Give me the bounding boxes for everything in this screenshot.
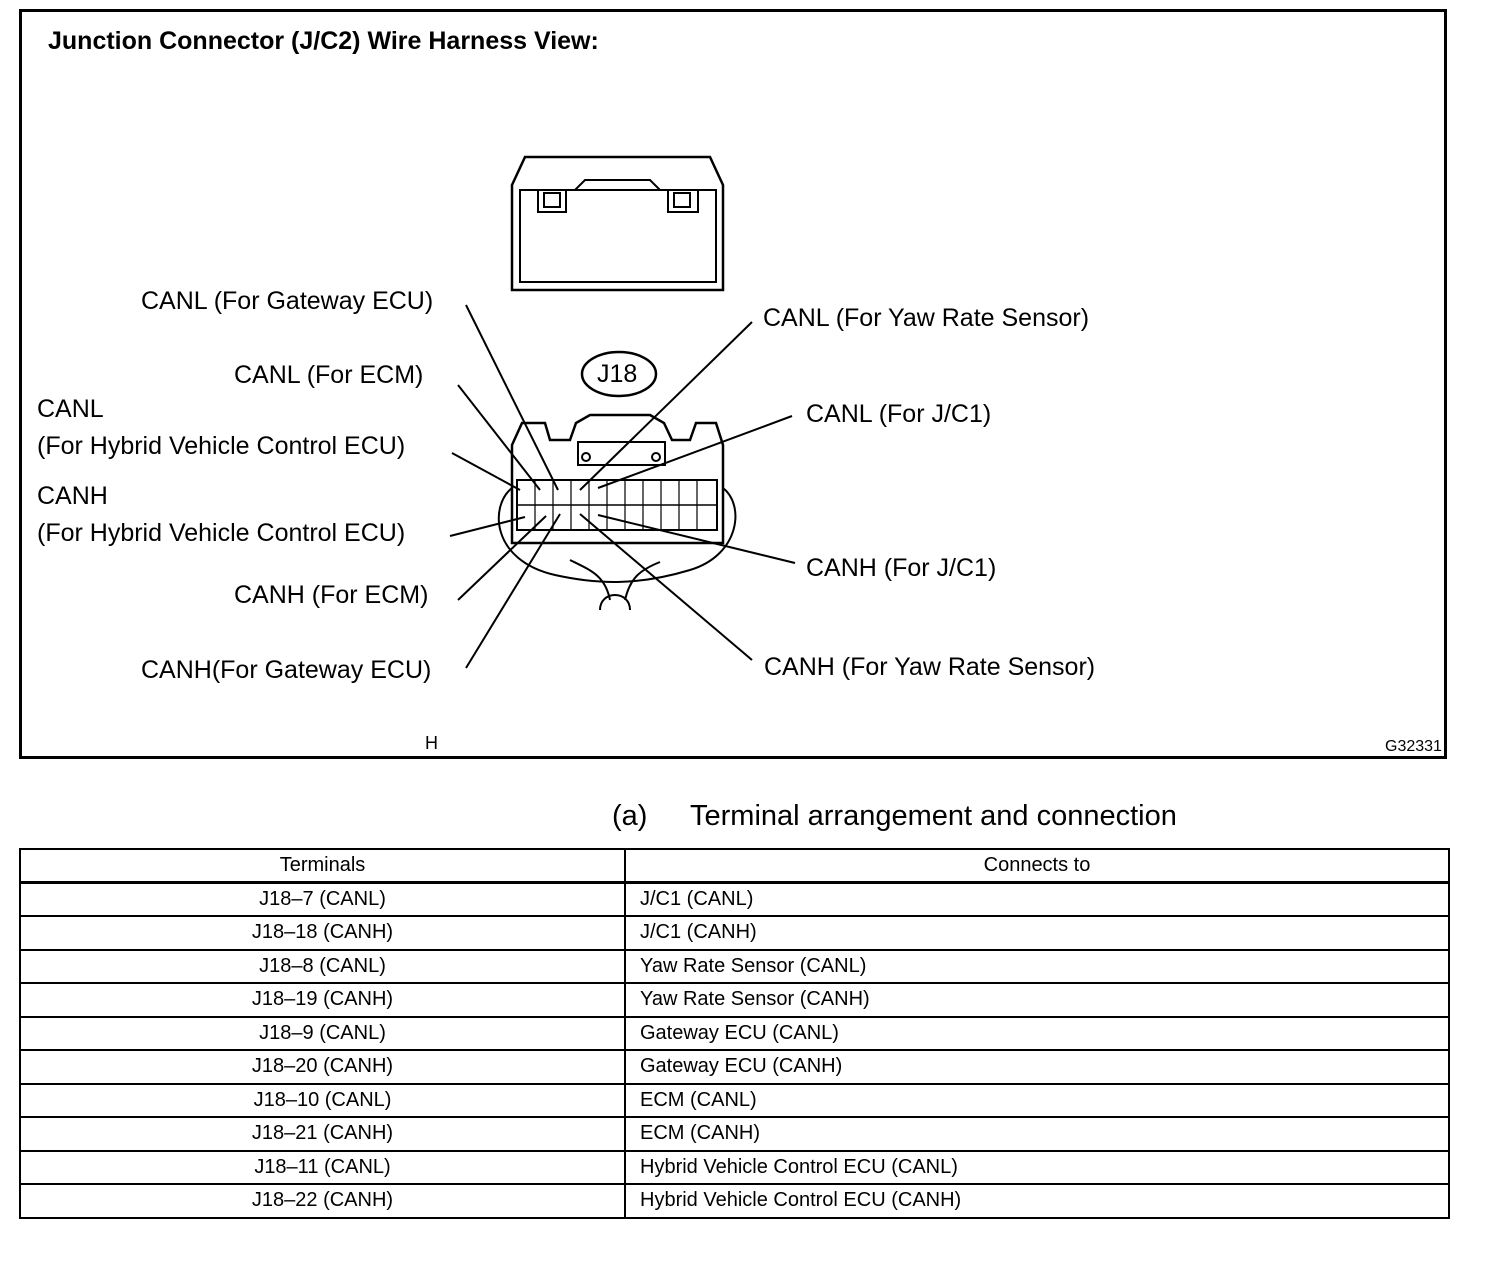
connects-to-cell: Gateway ECU (CANH) xyxy=(624,1049,1450,1085)
terminal-cell: J18–10 (CANL) xyxy=(19,1082,626,1118)
terminal-cell: J18–9 (CANL) xyxy=(19,1015,626,1051)
diagram-frame xyxy=(19,9,1447,759)
table-caption: (a) Terminal arrangement and connection xyxy=(612,800,1177,833)
label-canh-yaw: CANH (For Yaw Rate Sensor) xyxy=(764,653,1096,681)
label-canh-hv-line1: CANH xyxy=(37,482,108,510)
header-connects-to: Connects to xyxy=(624,848,1450,884)
connector-id-label: J18 xyxy=(597,360,638,388)
label-canl-jc1: CANL (For J/C1) xyxy=(806,400,992,428)
connects-to-cell: Hybrid Vehicle Control ECU (CANH) xyxy=(624,1183,1450,1219)
connects-to-cell: J/C1 (CANH) xyxy=(624,915,1450,951)
connects-to-cell: J/C1 (CANL) xyxy=(624,881,1450,917)
wire-bundle xyxy=(497,487,737,611)
connects-to-cell: Yaw Rate Sensor (CANH) xyxy=(624,982,1450,1018)
table-row: J18–11 (CANL) Hybrid Vehicle Control ECU… xyxy=(19,1149,1450,1185)
table-row: J18–19 (CANH) Yaw Rate Sensor (CANH) xyxy=(19,982,1450,1018)
table-row: J18–20 (CANH) Gateway ECU (CANH) xyxy=(19,1049,1450,1085)
label-canh-gateway: CANH(For Gateway ECU) xyxy=(141,656,432,684)
table-header-row: Terminals Connects to xyxy=(19,848,1450,884)
terminal-cell: J18–22 (CANH) xyxy=(19,1183,626,1219)
table-row: J18–18 (CANH) J/C1 (CANH) xyxy=(19,915,1450,951)
connects-to-cell: Gateway ECU (CANL) xyxy=(624,1015,1450,1051)
terminal-table: Terminals Connects to J18–7 (CANL) J/C1 … xyxy=(19,848,1450,1219)
connector-housing-top xyxy=(510,155,725,292)
label-canl-hv-line2: (For Hybrid Vehicle Control ECU) xyxy=(37,432,406,460)
label-canl-hv-line1: CANL xyxy=(37,395,104,423)
corner-letter: H xyxy=(425,733,438,753)
label-canl-yaw: CANL (For Yaw Rate Sensor) xyxy=(763,304,1090,332)
label-canh-ecm: CANH (For ECM) xyxy=(234,581,429,609)
terminal-cell: J18–21 (CANH) xyxy=(19,1116,626,1152)
header-terminals: Terminals xyxy=(19,848,626,884)
table-row: J18–22 (CANH) Hybrid Vehicle Control ECU… xyxy=(19,1183,1450,1219)
leader-lines xyxy=(449,304,796,669)
table-row: J18–9 (CANL) Gateway ECU (CANL) xyxy=(19,1015,1450,1051)
terminal-cell: J18–18 (CANH) xyxy=(19,915,626,951)
connector-j18 xyxy=(510,413,725,545)
connects-to-cell: Yaw Rate Sensor (CANL) xyxy=(624,948,1450,984)
label-canh-jc1: CANH (For J/C1) xyxy=(806,554,997,582)
connects-to-cell: ECM (CANL) xyxy=(624,1082,1450,1118)
label-canh-hv-line2: (For Hybrid Vehicle Control ECU) xyxy=(37,519,406,547)
diagram-title: Junction Connector (J/C2) Wire Harness V… xyxy=(48,27,599,55)
connects-to-cell: Hybrid Vehicle Control ECU (CANL) xyxy=(624,1149,1450,1185)
label-canl-ecm: CANL (For ECM) xyxy=(234,361,424,389)
table-row: J18–21 (CANH) ECM (CANH) xyxy=(19,1116,1450,1152)
connector-id-oval xyxy=(580,350,658,398)
caption-letter: (a) xyxy=(612,800,648,832)
wire-harness-diagram xyxy=(449,155,796,669)
figure-code: G32331 xyxy=(1385,738,1442,755)
terminal-cell: J18–20 (CANH) xyxy=(19,1049,626,1085)
connects-to-cell: ECM (CANH) xyxy=(624,1116,1450,1152)
table-row: J18–10 (CANL) ECM (CANL) xyxy=(19,1082,1450,1118)
terminal-cell: J18–19 (CANH) xyxy=(19,982,626,1018)
terminal-cell: J18–8 (CANL) xyxy=(19,948,626,984)
label-canl-gateway: CANL (For Gateway ECU) xyxy=(141,287,434,315)
table-row: J18–8 (CANL) Yaw Rate Sensor (CANL) xyxy=(19,948,1450,984)
terminal-cell: J18–11 (CANL) xyxy=(19,1149,626,1185)
caption-text: Terminal arrangement and connection xyxy=(690,800,1177,832)
table-row: J18–7 (CANL) J/C1 (CANL) xyxy=(19,881,1450,917)
terminal-cell: J18–7 (CANL) xyxy=(19,881,626,917)
